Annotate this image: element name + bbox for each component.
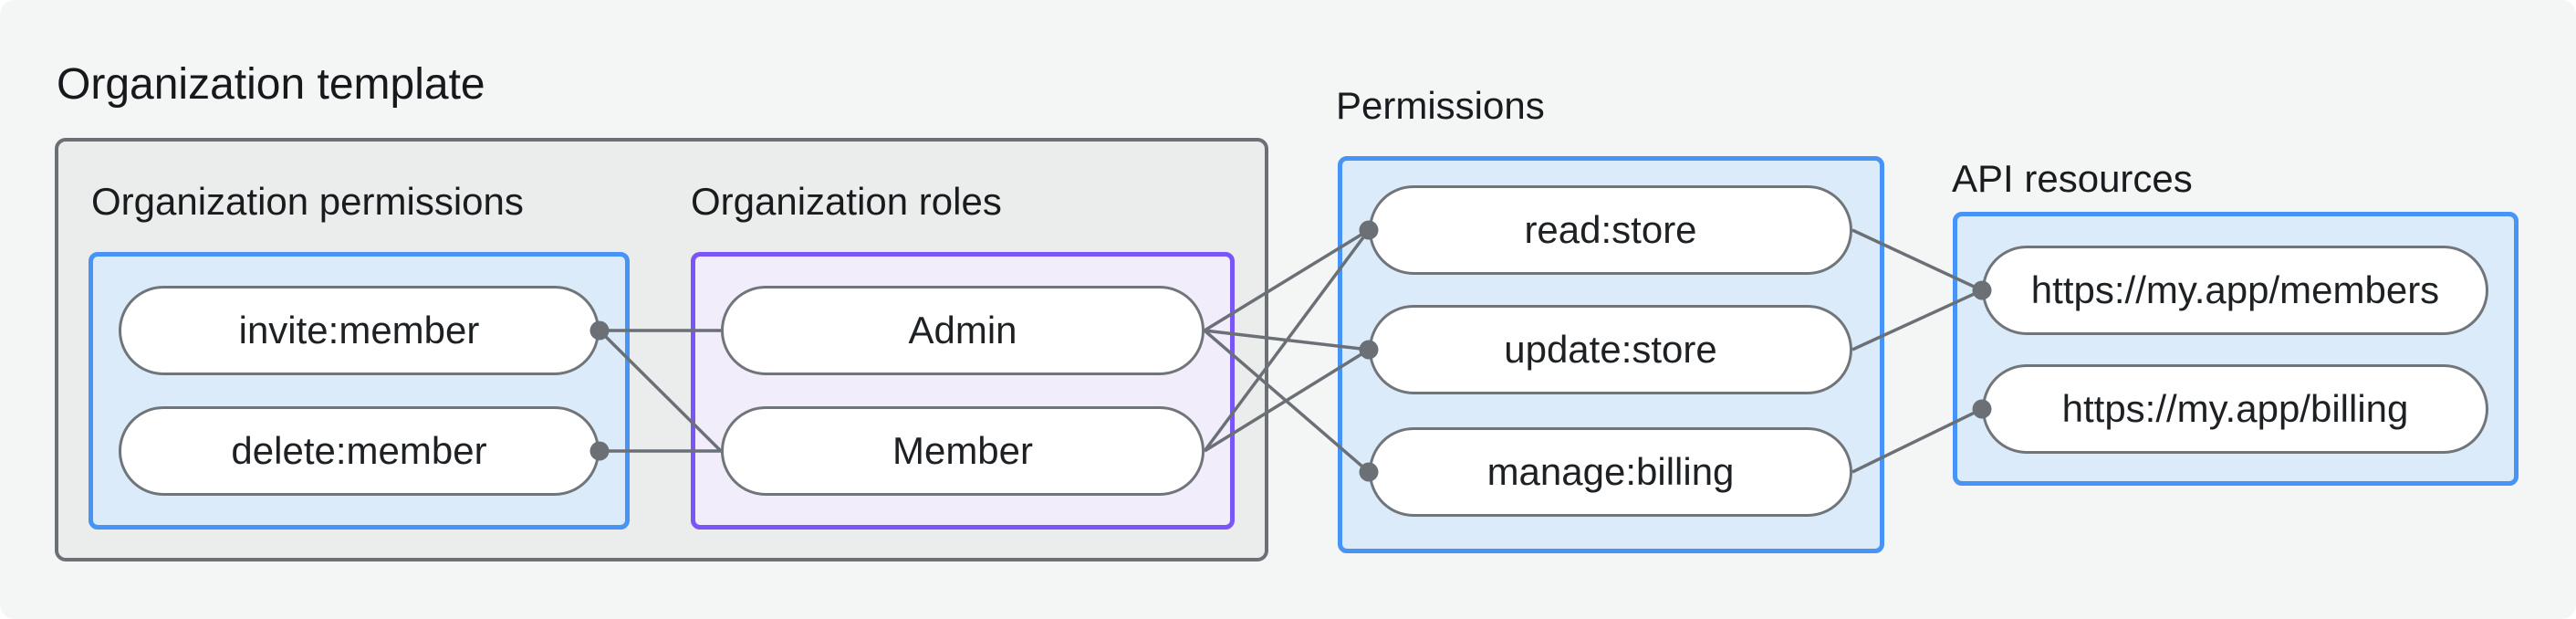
- node-api-billing-url: https://my.app/billing: [1982, 364, 2488, 454]
- node-read-store: read:store: [1369, 185, 1852, 275]
- diagram-title: Organization template: [57, 60, 485, 109]
- organization-permissions-label: Organization permissions: [91, 180, 524, 223]
- node-api-members-url: https://my.app/members: [1982, 246, 2488, 335]
- organization-roles-label: Organization roles: [691, 180, 1002, 223]
- node-update-store: update:store: [1369, 305, 1852, 394]
- node-manage-billing: manage:billing: [1369, 427, 1852, 517]
- permissions-label: Permissions: [1336, 84, 1545, 127]
- api-resources-label: API resources: [1952, 157, 2193, 200]
- node-member-role: Member: [721, 406, 1205, 496]
- node-invite-member: invite:member: [119, 286, 600, 375]
- node-admin-role: Admin: [721, 286, 1205, 375]
- node-delete-member: delete:member: [119, 406, 600, 496]
